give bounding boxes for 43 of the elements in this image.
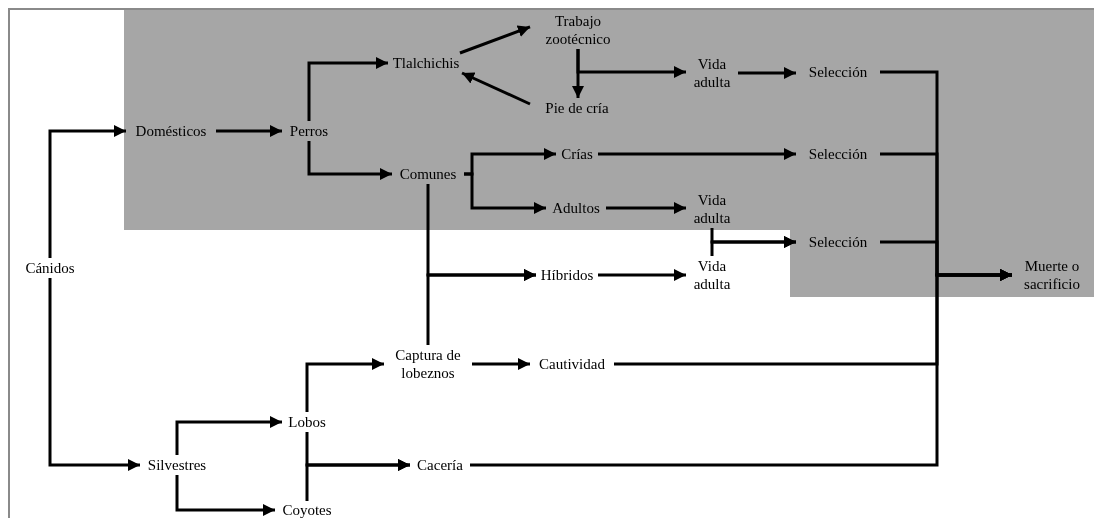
arrow: [48, 278, 140, 471]
step-label: Selección: [808, 63, 868, 81]
step-label: Comunes: [399, 165, 457, 183]
step-label: Perros: [289, 122, 329, 140]
step-label: Crías: [561, 145, 593, 163]
arrow: [576, 49, 686, 78]
step-label: Coyotes: [282, 500, 332, 518]
step-label: Silvestres: [147, 456, 207, 474]
arrow: [710, 236, 796, 256]
arrow: [606, 202, 686, 214]
arrow: [598, 148, 796, 160]
arrow: [305, 358, 384, 412]
arrow: [464, 172, 546, 214]
arrow: [307, 57, 388, 121]
step-label: Captura de lobeznos: [394, 346, 462, 382]
arrow: [307, 141, 392, 180]
step-label: Híbridos: [540, 266, 594, 284]
step-label: Domésticos: [135, 122, 207, 140]
arrow: [738, 67, 796, 79]
step-label: Muerte o sacrificio: [1023, 257, 1081, 293]
step-label: Tlalchichis: [392, 54, 460, 72]
arrow: [459, 25, 531, 55]
step-label: Lobos: [288, 413, 326, 431]
step-label: Cacería: [417, 456, 463, 474]
arrow: [48, 125, 126, 258]
arrow: [472, 358, 530, 370]
step-label: Cánidos: [25, 259, 75, 277]
step-label: Adultos: [552, 199, 600, 217]
step-label: Vida adulta: [692, 191, 732, 227]
arrow: [175, 475, 275, 516]
arrow: [461, 71, 531, 106]
arrow: [426, 269, 536, 345]
arrow: [305, 459, 410, 501]
arrow: [175, 416, 282, 455]
arrow: [216, 125, 282, 137]
step-label: Trabajo zootécnico: [544, 12, 612, 48]
step-label: Vida adulta: [692, 55, 732, 91]
step-label: Cautividad: [539, 355, 605, 373]
step-label: Vida adulta: [692, 257, 732, 293]
step-label: Selección: [808, 233, 868, 251]
step-label: Pie de cría: [545, 99, 609, 117]
step-label: Selección: [808, 145, 868, 163]
arrow: [598, 269, 686, 281]
